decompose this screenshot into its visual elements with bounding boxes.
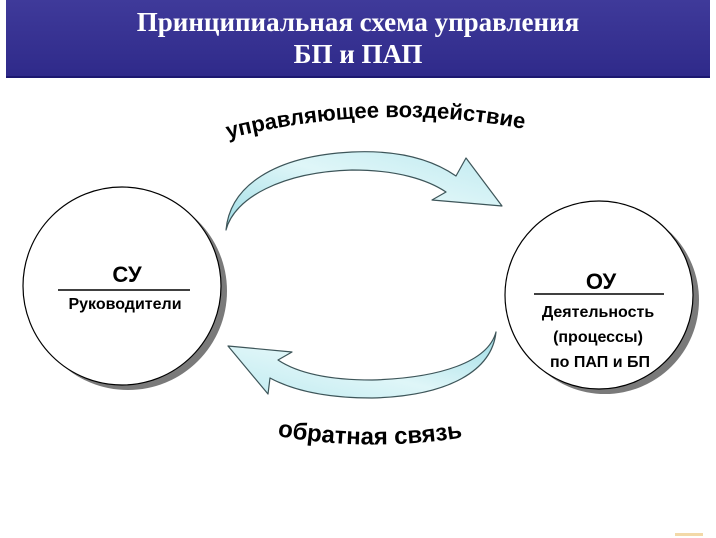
title-line-2: БП и ПАП [293, 39, 423, 69]
control-action-arrow [225, 151, 503, 231]
node-controlled-object-line-2: (процессы) [553, 329, 643, 346]
node-control-system-text: Руководители [68, 296, 181, 313]
node-controlled-object-abbr: ОУ [586, 269, 617, 294]
node-controlled-object-circle [504, 200, 694, 390]
feedback-label-text: обратная связь [276, 415, 463, 450]
feedback-label: обратная связь [276, 415, 463, 450]
node-controlled-object-line-3: по ПАП и БП [550, 354, 650, 371]
control-action-label: управляющее воздействие [223, 97, 527, 143]
control-action-label-text: управляющее воздействие [223, 97, 527, 143]
node-control-system: СУ Руководители [22, 186, 227, 390]
title-bar: Принципиальная схема управления БП и ПАП [6, 0, 710, 78]
node-control-system-abbr: СУ [112, 262, 142, 287]
node-controlled-object-line-1: Деятельность [542, 304, 655, 321]
feedback-arrow [227, 331, 497, 399]
title-line-1: Принципиальная схема управления [136, 7, 580, 37]
node-control-system-circle [22, 186, 222, 386]
node-controlled-object: ОУ Деятельность (процессы) по ПАП и БП [504, 200, 699, 394]
corner-mark [675, 533, 703, 536]
